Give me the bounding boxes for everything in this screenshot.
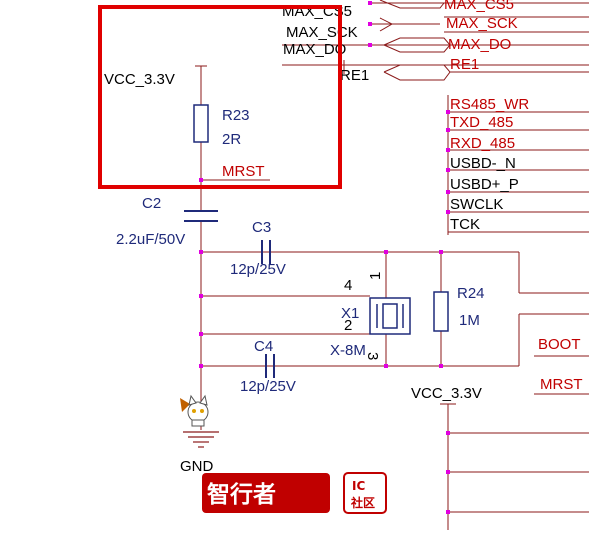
r24-value: 1M (459, 312, 480, 329)
x1-pin-4: 4 (344, 277, 352, 294)
x1-pin-2: 2 (344, 317, 352, 334)
gnd-label: GND (180, 458, 214, 475)
c4-ref: C4 (254, 338, 273, 355)
c2-capacitor (184, 210, 218, 222)
r23-resistor-body (193, 104, 209, 143)
net-label-rxd-485: RXD_485 (450, 135, 515, 152)
net-label-re1: RE1 (340, 67, 369, 84)
net-label-re1-right: RE1 (450, 56, 479, 73)
net-label-max-sck-right: MAX_SCK (446, 15, 518, 32)
x1-crystal (369, 297, 411, 335)
watermark-text: 智行者 (207, 481, 276, 508)
net-label-mrst: MRST (222, 163, 265, 180)
net-label-swclk: SWCLK (450, 196, 503, 213)
c4-capacitor (265, 354, 275, 378)
c3-value: 12p/25V (230, 261, 286, 278)
net-label-max-do: MAX_DO (283, 41, 346, 58)
c2-ref: C2 (142, 195, 161, 212)
c3-capacitor (261, 240, 271, 264)
net-label-rs485-wr: RS485_WR (450, 96, 529, 113)
net-label-boot: BOOT (538, 336, 581, 353)
c3-ref: C3 (252, 219, 271, 236)
x1-pin-3: 3 (364, 352, 381, 360)
r23-ref: R23 (222, 107, 250, 124)
x1-ref: X1 (341, 305, 359, 322)
ground-symbol (183, 431, 219, 448)
vcc-label-bottom: VCC_3.3V (411, 385, 482, 402)
highlight-box (98, 5, 342, 189)
main-wires (195, 65, 589, 530)
x1-value: X-8M (330, 342, 366, 359)
watermark-logo: 智行者 IC 社区 (202, 472, 387, 514)
vcc-label-top: VCC_3.3V (104, 71, 175, 88)
net-label-max-do-right: MAX_DO (448, 36, 511, 53)
net-label-mrst-right: MRST (540, 376, 583, 393)
net-label-tck: TCK (450, 216, 480, 233)
watermark-badge-bottom: 社区 (350, 495, 375, 510)
c2-value: 2.2uF/50V (116, 231, 185, 248)
net-label-usbd-n: USBD-_N (450, 155, 516, 172)
junction-dots (199, 1, 450, 514)
x1-pin-1: 1 (367, 272, 384, 280)
r24-ref: R24 (457, 285, 485, 302)
net-label-txd-485: TXD_485 (450, 114, 513, 131)
cat-mascot-icon (180, 394, 209, 427)
c4-value: 12p/25V (240, 378, 296, 395)
r23-value: 2R (222, 131, 241, 148)
net-label-max-sck: MAX_SCK (286, 24, 358, 41)
watermark-badge-top: IC (352, 479, 365, 493)
net-label-usbd-p: USBD+_P (450, 176, 519, 193)
r24-resistor-body (433, 291, 449, 332)
net-label-max-cs-right: MAX_CS5 (444, 0, 514, 13)
